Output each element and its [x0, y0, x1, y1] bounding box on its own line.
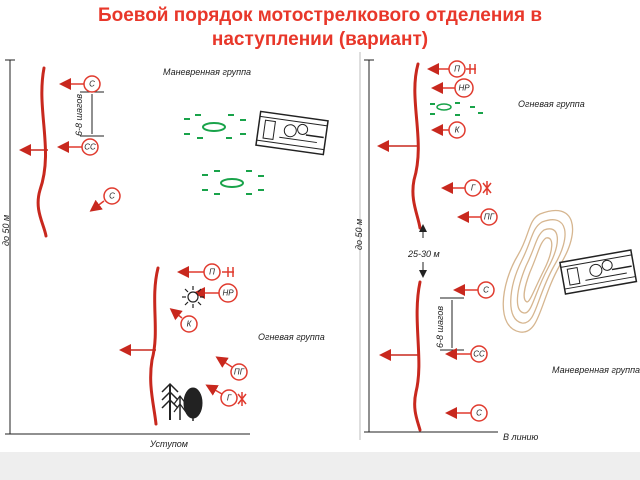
right-soldier-ss: СС: [445, 345, 488, 363]
right-distance-label: до 50 м: [354, 219, 364, 250]
svg-text:СС: СС: [84, 143, 96, 152]
svg-text:П: П: [209, 268, 215, 277]
svg-text:К: К: [187, 320, 193, 329]
right-soldier-s2: С: [445, 404, 488, 422]
right-panel: до 50 м 25-30 м П НР: [354, 59, 640, 442]
svg-text:С: С: [89, 80, 95, 89]
title-line-2: наступлении (вариант): [211, 29, 429, 50]
left-panel: до 50 м 6-8 шагов С СС С Маневренная гру…: [1, 59, 329, 449]
left-lower-line: [149, 266, 160, 426]
title-line-1: Боевой порядок мотострелкового отделения…: [97, 5, 543, 26]
right-lower-line: [413, 280, 422, 432]
left-soldier-ss: СС: [57, 138, 99, 156]
right-upper-line: [411, 62, 422, 230]
left-soldier-g: Г: [205, 384, 247, 407]
right-soldier-nr: НР: [431, 78, 474, 98]
svg-text:С: С: [476, 409, 482, 418]
svg-text:С: С: [109, 192, 115, 201]
svg-text:Г: Г: [227, 394, 232, 403]
left-soldier-s1: С: [59, 75, 101, 93]
left-vehicle-formation-lower: [202, 170, 264, 195]
right-maneuver-group-label: Маневренная группа: [552, 365, 640, 375]
right-soldier-s1: С: [453, 281, 495, 299]
svg-text:Г: Г: [471, 184, 476, 193]
right-spacing-label: 6-8 шагов: [435, 306, 445, 348]
left-soldier-nr: НР: [193, 283, 238, 303]
left-soldier-s2: С: [89, 187, 121, 212]
left-vehicle-formation-upper: [184, 114, 246, 139]
right-soldier-g: Г: [441, 179, 492, 197]
left-soldier-k: К: [169, 308, 198, 333]
left-caption: Уступом: [149, 439, 188, 449]
svg-text:С: С: [483, 286, 489, 295]
right-gap-label: 25-30 м: [407, 249, 440, 259]
right-caption: В линию: [503, 432, 539, 442]
right-fire-group-label: Огневая группа: [518, 99, 585, 109]
left-soldier-pg: ПГ: [215, 356, 248, 381]
left-combat-vehicle-icon: [255, 110, 329, 156]
right-vehicle-formation: [430, 102, 483, 116]
explosion-icon: [182, 286, 204, 308]
svg-text:К: К: [455, 126, 461, 135]
right-soldier-pg: ПГ: [457, 208, 498, 226]
svg-text:НР: НР: [222, 289, 234, 298]
bottom-band: [0, 452, 640, 480]
right-soldier-k: К: [431, 121, 466, 139]
hill-contour: [502, 209, 574, 333]
left-maneuver-group-label: Маневренная группа: [163, 67, 251, 77]
svg-text:П: П: [454, 65, 460, 74]
svg-text:ПГ: ПГ: [234, 368, 245, 377]
page-title: Боевой порядок мотострелкового отделения…: [0, 4, 640, 52]
left-fire-group-label: Огневая группа: [258, 332, 325, 342]
svg-text:НР: НР: [458, 84, 470, 93]
right-combat-vehicle-icon: [559, 249, 638, 295]
svg-text:СС: СС: [473, 350, 485, 359]
svg-text:ПГ: ПГ: [484, 213, 495, 222]
left-upper-line: [36, 66, 48, 238]
left-distance-label: до 50 м: [1, 215, 11, 246]
left-spacing-label: 6-8 шагов: [74, 94, 84, 136]
left-soldier-p: П: [177, 263, 234, 281]
right-soldier-p: П: [427, 60, 476, 78]
trees-icon: [161, 382, 203, 421]
